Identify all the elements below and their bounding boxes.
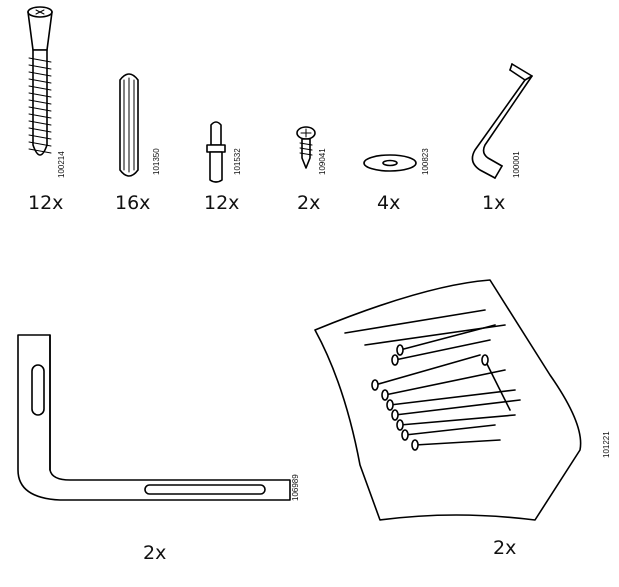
part-allen-key: 100001 1x (450, 0, 540, 220)
allen-key-icon (471, 63, 533, 179)
part-quantity: 2x (143, 542, 167, 564)
part-code: 101532 (233, 148, 242, 175)
part-angle-bracket: 106989 2x (0, 320, 310, 580)
small-screw-icon (296, 126, 316, 169)
part-wood-dowel: 101350 16x (100, 0, 170, 220)
cam-stud-icon (206, 121, 226, 183)
part-quantity: 2x (493, 537, 517, 559)
part-quantity: 2x (297, 192, 321, 214)
part-code: 100001 (512, 151, 521, 178)
part-small-screw: 109041 2x (280, 0, 340, 220)
part-code: 109041 (318, 148, 327, 175)
dowel-icon (119, 73, 139, 177)
part-code: 106989 (291, 474, 300, 501)
part-quantity: 12x (204, 192, 240, 214)
part-code: 100214 (57, 151, 66, 178)
part-code: 101350 (152, 148, 161, 175)
nail-bag-icon (314, 279, 582, 521)
part-quantity: 16x (115, 192, 151, 214)
part-code: 101221 (602, 431, 611, 458)
part-code: 100823 (421, 148, 430, 175)
angle-bracket-icon (17, 334, 291, 501)
washer-icon (363, 154, 417, 172)
screw-long-icon (27, 6, 53, 156)
part-quantity: 12x (28, 192, 64, 214)
part-quantity: 1x (482, 192, 506, 214)
part-quantity: 4x (377, 192, 401, 214)
part-nail-bag: 101221 2x (305, 275, 619, 587)
part-washer: 100823 4x (350, 0, 440, 220)
part-screw-long: 100214 12x (0, 0, 80, 220)
part-cam-stud: 101532 12x (190, 0, 260, 220)
